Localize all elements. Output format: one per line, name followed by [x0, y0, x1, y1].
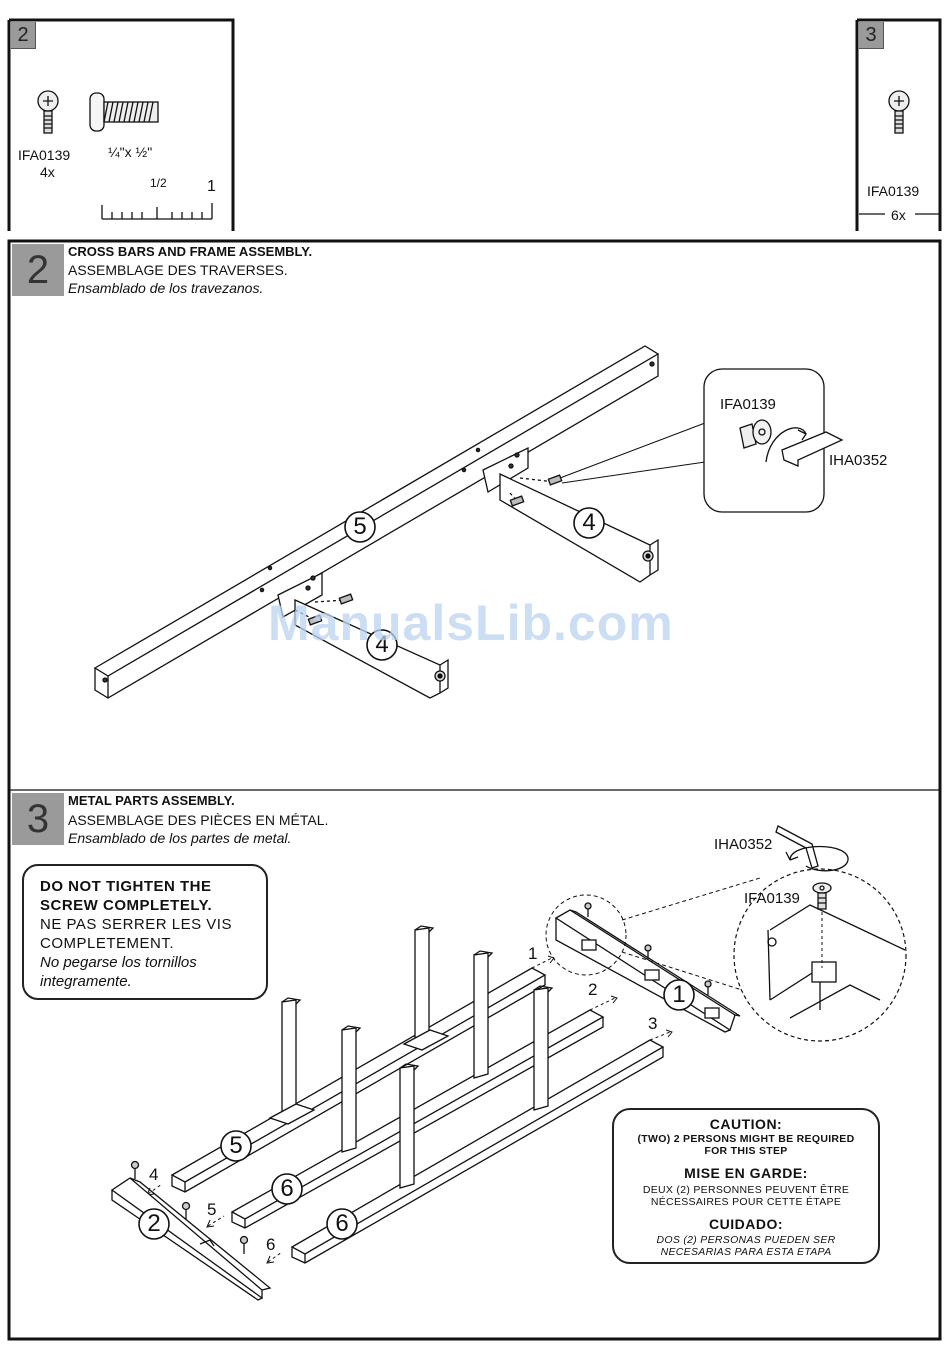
- screw-icon: [130, 1160, 249, 1254]
- ruler: [101, 203, 213, 220]
- step-title-en: CROSS BARS AND FRAME ASSEMBLY.: [68, 244, 313, 259]
- callout-screw-code: IFA0139: [720, 396, 776, 413]
- warning-line: DO NOT TIGHTEN THE: [40, 878, 212, 895]
- screw-head-icon: [888, 90, 910, 134]
- caution-title-en: CAUTION:: [709, 1116, 783, 1132]
- screw-head-icon: [37, 90, 59, 134]
- screw-detail-icon: [739, 419, 772, 449]
- screw-code-label: IFA0139: [18, 147, 71, 163]
- step-title-fr: ASSEMBLAGE DES TRAVERSES.: [68, 262, 288, 278]
- arrow-label: 1: [528, 944, 538, 963]
- hardware-panel-left-border: [7, 18, 235, 231]
- screw-quantity-label: 6x: [891, 207, 906, 223]
- arrow-label: 6: [266, 1235, 276, 1254]
- bracket-detail: [767, 904, 906, 1019]
- hardware-panel-right-border: [855, 18, 942, 231]
- caution-title-fr: MISE EN GARDE:: [684, 1165, 808, 1181]
- warning-line: COMPLETEMENT.: [40, 935, 175, 952]
- part-label: 5: [229, 1132, 243, 1159]
- warning-line: NE PAS SERRER LES VIS: [40, 916, 232, 933]
- ruler-one-label: 1: [207, 178, 216, 195]
- caution-line: DOS (2) PERSONAS PUEDEN SER: [656, 1234, 836, 1246]
- warning-line: integramente.: [40, 973, 132, 990]
- caution-line: FOR THIS STEP: [704, 1145, 788, 1157]
- part-label: 6: [280, 1175, 294, 1202]
- caution-title-es: CUIDADO:: [709, 1216, 783, 1232]
- screw-size-label: ¼"x ½": [108, 144, 153, 160]
- arrow-label: 5: [207, 1200, 217, 1219]
- part-label: 4: [582, 509, 596, 536]
- rail-part-6-front: [290, 985, 665, 1264]
- two-persons-caution-box: CAUTION: (TWO) 2 PERSONS MIGHT BE REQUIR…: [612, 1108, 880, 1264]
- part-label: 6: [335, 1210, 349, 1237]
- hardware-tag-step-2: 2: [11, 22, 36, 49]
- warning-line: No pegarse los tornillos: [40, 954, 197, 971]
- arrow-label: 3: [648, 1014, 658, 1033]
- step-title-fr: ASSEMBLAGE DES PIÈCES EN MÉTAL.: [68, 812, 329, 828]
- caution-line: NECESARIAS PARA ESTA ETAPA: [660, 1246, 832, 1258]
- screw-detail-icon: [812, 882, 832, 968]
- part-label: 1: [672, 981, 686, 1008]
- hardware-tag-step-3: 3: [859, 22, 884, 49]
- watermark-text: ManualsLib.com: [268, 595, 674, 651]
- arrow-label: 2: [588, 980, 598, 999]
- screw-code-label: IFA0139: [867, 183, 920, 199]
- rail-part-5: [170, 925, 547, 1193]
- crossbar-part-4-upper: [482, 446, 659, 583]
- step-number-2: 2: [12, 244, 64, 296]
- part-label: 4: [375, 631, 389, 658]
- ruler-half-label: 1/2: [150, 176, 167, 190]
- caution-line: DEUX (2) PERSONNES PEUVENT ÊTRE: [642, 1184, 850, 1196]
- rail-part-6-middle: [230, 950, 605, 1229]
- warning-line: SCREW COMPLETELY.: [40, 897, 213, 914]
- screw-side-icon: [89, 92, 159, 132]
- bar-part-5: [93, 345, 660, 699]
- do-not-tighten-warning: DO NOT TIGHTEN THE SCREW COMPLETELY. NE …: [22, 864, 268, 1000]
- part-number-circles: [138, 507, 695, 1240]
- arrow-icon: [146, 955, 673, 1264]
- arrow-label: 4: [149, 1165, 159, 1184]
- callout-key-code: IHA0352: [829, 452, 888, 469]
- allen-key-icon: [775, 825, 849, 872]
- caution-line: NÉCESSAIRES POUR CETTE ÉTAPE: [650, 1196, 842, 1208]
- caution-line: (TWO) 2 PERSONS MIGHT BE REQUIRED: [637, 1133, 855, 1145]
- screw-icon: [584, 902, 712, 995]
- part-label: 2: [147, 1210, 161, 1237]
- callout-key-code: IHA0352: [714, 836, 773, 853]
- step-title-es: Ensamblado de los travezanos.: [68, 280, 264, 296]
- callout-screw-code: IFA0139: [744, 890, 800, 907]
- metal-bracket-part-2: [110, 1177, 272, 1301]
- step-title-es: Ensamblado de los partes de metal.: [68, 830, 292, 846]
- step-number-3: 3: [12, 793, 64, 845]
- allen-key-icon: [765, 427, 844, 467]
- screw-quantity-label: 4x: [40, 164, 55, 180]
- step-title-en: METAL PARTS ASSEMBLY.: [68, 793, 235, 808]
- part-label: 5: [353, 513, 367, 540]
